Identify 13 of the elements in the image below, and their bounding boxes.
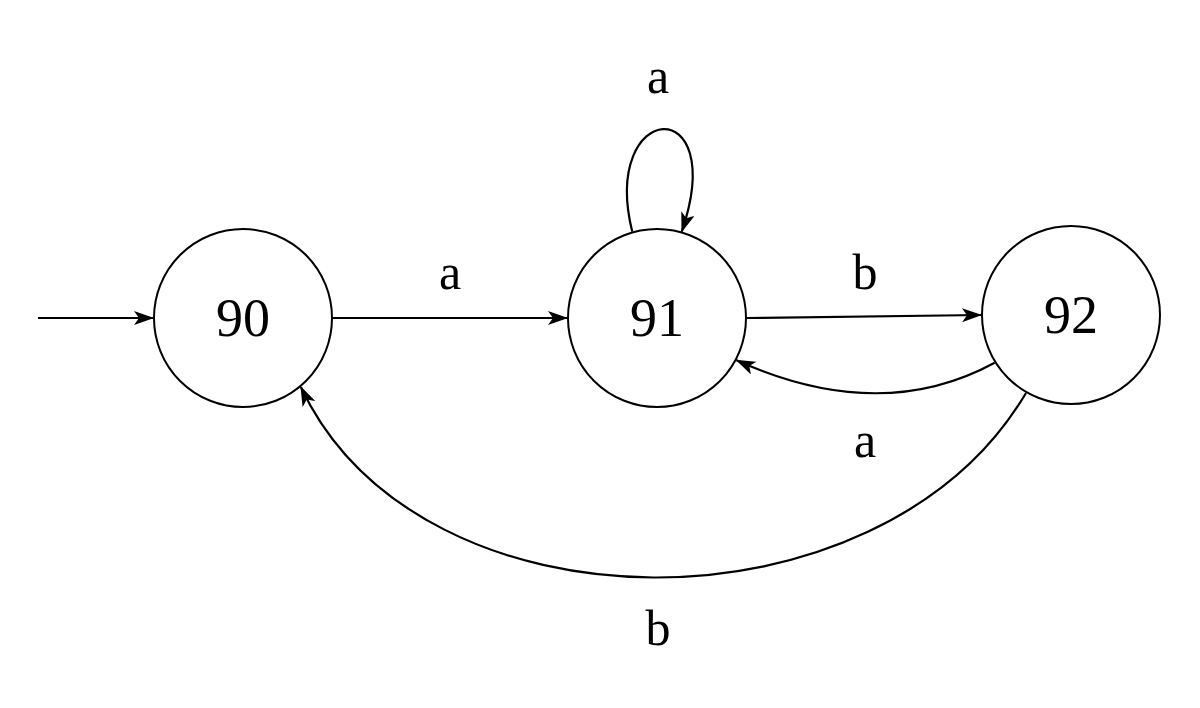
state-number: 92 (1044, 288, 1098, 342)
edge-label: b (645, 603, 671, 653)
arrow (38, 311, 154, 325)
edge-label: a (646, 51, 670, 101)
state-number: 90 (216, 291, 270, 345)
edge-label: a (853, 415, 877, 465)
arrow (735, 359, 996, 395)
edge-label: b (852, 247, 878, 297)
state-number: 91 (630, 291, 684, 345)
arrow (333, 311, 568, 325)
arrow (299, 386, 1027, 579)
arrow (747, 308, 982, 323)
edge-label: a (438, 247, 462, 297)
